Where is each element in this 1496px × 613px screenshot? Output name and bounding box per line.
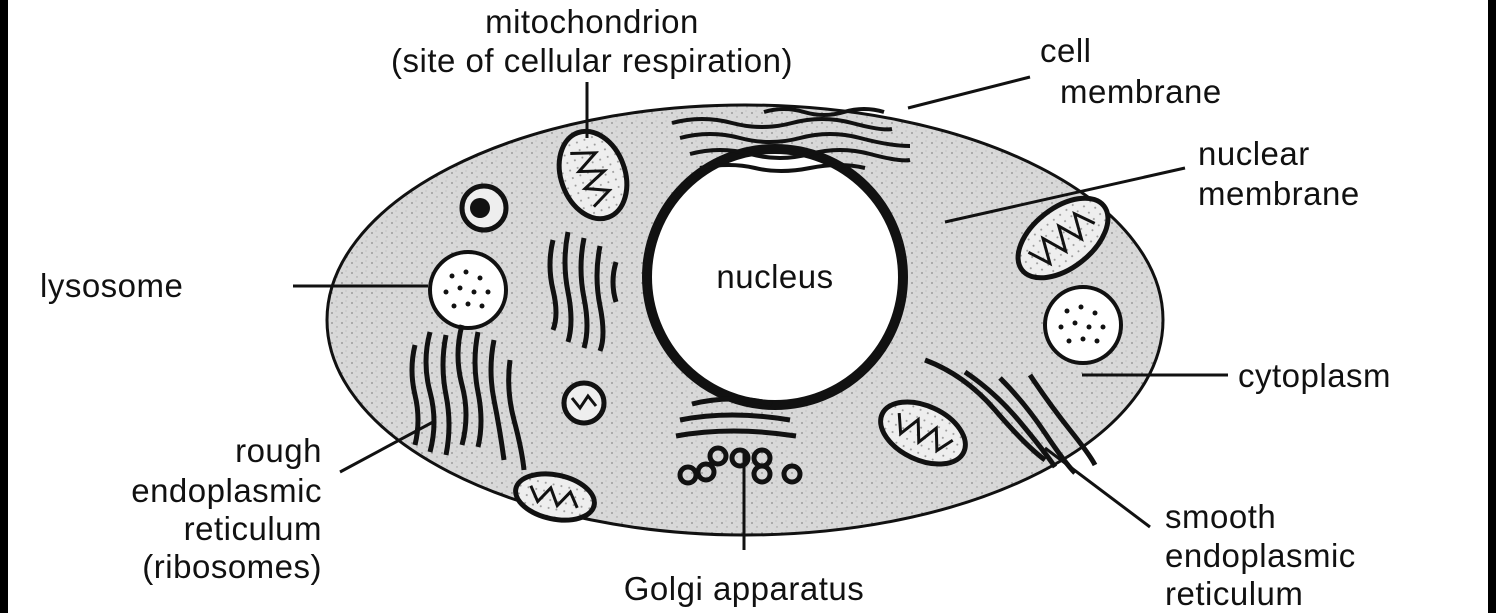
lysosome-right (1045, 287, 1121, 363)
label-nuclear-membrane-line2: membrane (1198, 175, 1360, 212)
label-nuclear-membrane-line1: nuclear (1198, 135, 1310, 172)
label-smooth-er-line1: smooth (1165, 498, 1276, 535)
label-rough-er-line2: endoplasmic (131, 472, 322, 509)
label-rough-er-line3: reticulum (184, 510, 322, 547)
vesicle-upper-left-core (470, 198, 490, 218)
label-lysosome: lysosome (40, 267, 183, 304)
leader-smooth-er (1045, 448, 1150, 527)
leader-cell-membrane (908, 77, 1030, 108)
label-mitochondrion-line1: mitochondrion (485, 3, 699, 40)
lysosome-left (430, 252, 506, 328)
label-smooth-er-line3: reticulum (1165, 575, 1303, 612)
label-nucleus: nucleus (716, 258, 833, 295)
label-cell-membrane-line1: cell (1040, 32, 1092, 69)
label-rough-er-line4: (ribosomes) (142, 548, 322, 585)
label-golgi: Golgi apparatus (624, 570, 864, 607)
label-mitochondrion-line2: (site of cellular respiration) (391, 42, 793, 79)
label-rough-er-line1: rough (235, 432, 322, 469)
label-smooth-er-line2: endoplasmic (1165, 537, 1356, 574)
label-cell-membrane-line2: membrane (1060, 73, 1222, 110)
label-cytoplasm: cytoplasm (1238, 357, 1391, 394)
